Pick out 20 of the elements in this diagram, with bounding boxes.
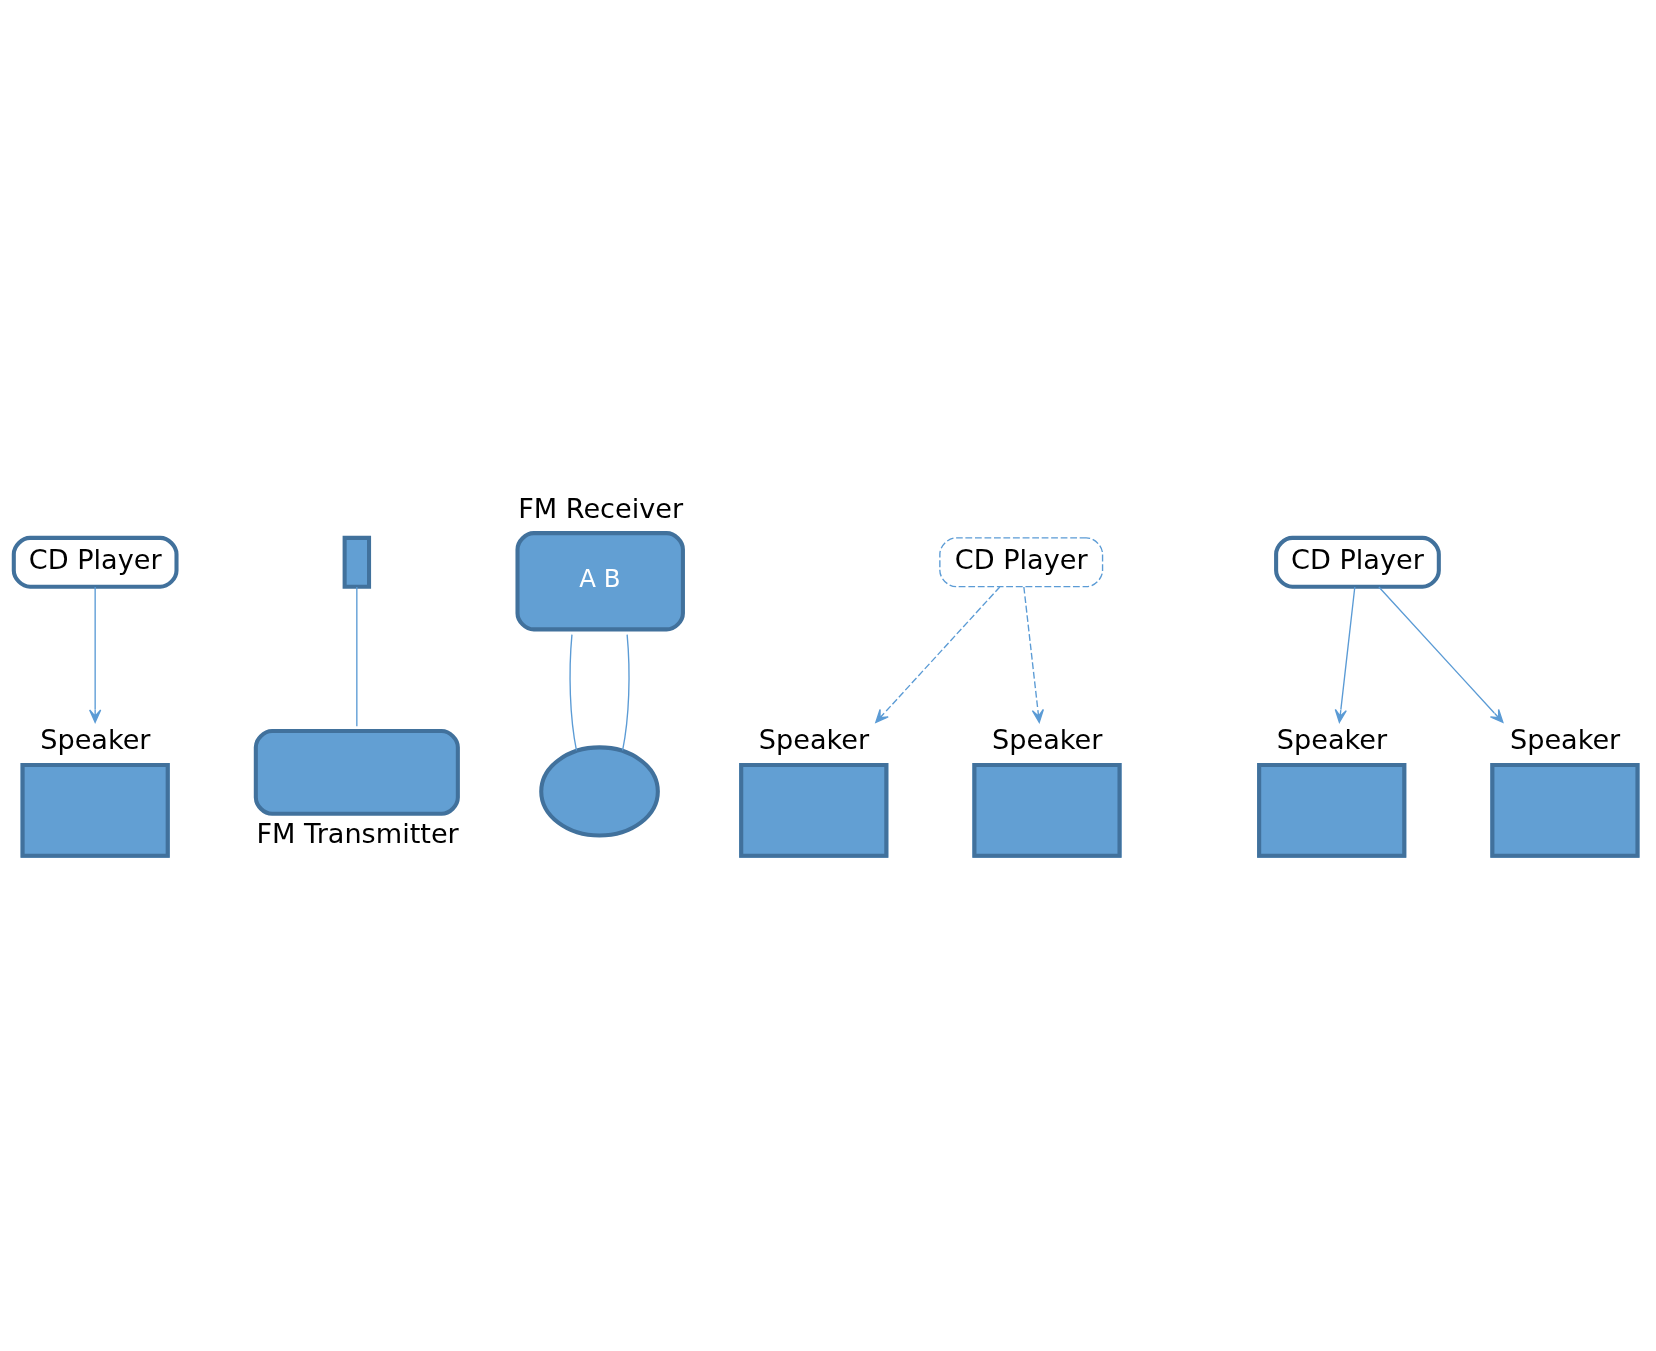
arrow (88, 586, 102, 723)
arrow (875, 586, 1001, 723)
node-box: CD Player (939, 537, 1104, 588)
node-circle (539, 745, 660, 838)
node-box: CD Player (1274, 535, 1441, 589)
node-label: Speaker (1510, 724, 1621, 756)
node-label: Speaker (1276, 724, 1388, 756)
arrow (1334, 586, 1356, 723)
node-box: CD Player (11, 535, 179, 589)
node-label: FM Receiver (518, 492, 684, 524)
node-label: Speaker (992, 724, 1103, 756)
arrow (1023, 586, 1044, 723)
connector (569, 634, 578, 751)
node-label: Speaker (758, 724, 870, 756)
connector (356, 586, 358, 727)
arrow (1378, 586, 1504, 723)
connector (621, 634, 630, 751)
node-bar (342, 535, 372, 589)
node-label: Speaker (40, 724, 151, 756)
node-label: FM Transmitter (256, 817, 459, 849)
